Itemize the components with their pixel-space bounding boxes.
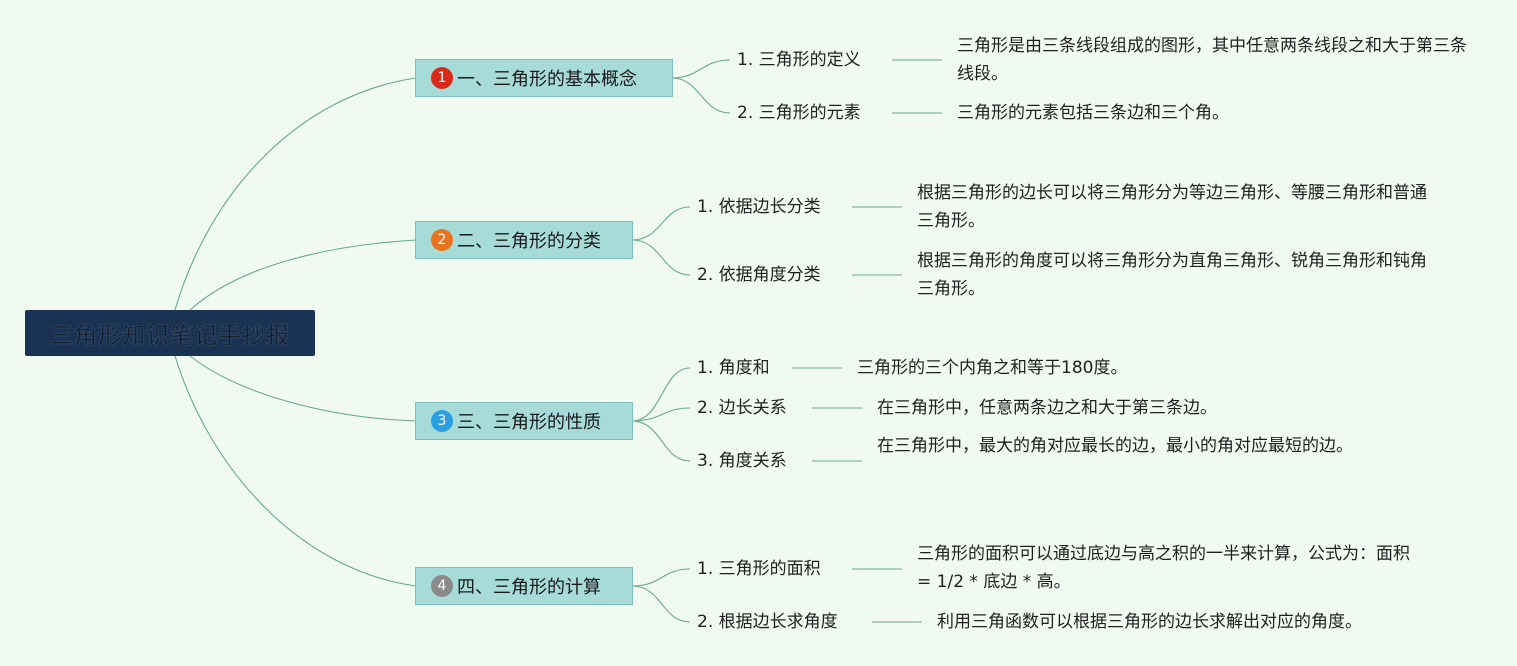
child-desc-4-1: 三角形的面积可以通过底边与高之积的一半来计算，公式为：面积 = 1/2 * 底边… xyxy=(917,544,1410,592)
branch-node-4[interactable]: 4 四、三角形的计算 xyxy=(415,567,633,605)
edge-root-branch-2 xyxy=(189,239,417,311)
edge-root-branch-1 xyxy=(174,77,417,311)
child-node-1-1[interactable]: 1. 三角形的定义 xyxy=(737,50,861,70)
child-node-2-1[interactable]: 1. 依据边长分类 xyxy=(697,197,821,217)
edge-b3-c3 xyxy=(631,420,691,462)
child-desc-3-1: 三角形的三个内角之和等于180度。 xyxy=(857,358,1128,378)
branch-label-2: 二、三角形的分类 xyxy=(457,231,601,252)
child-node-4-2[interactable]: 2. 根据边长求角度 xyxy=(697,612,838,632)
edge-b4-c1 xyxy=(631,568,691,587)
branch-node-1[interactable]: 1 一、三角形的基本概念 xyxy=(415,59,673,97)
edge-b1-c2 xyxy=(671,77,731,114)
branch-label-3: 三、三角形的性质 xyxy=(457,412,601,433)
child-desc-1-2: 三角形的元素包括三条边和三个角。 xyxy=(957,103,1229,123)
child-desc-1-1: 三角形是由三条线段组成的图形，其中任意两条线段之和大于第三条线段。 xyxy=(957,36,1467,84)
edge-b2-c1 xyxy=(631,206,691,241)
child-node-1-2[interactable]: 2. 三角形的元素 xyxy=(737,103,861,123)
edge-root-branch-4 xyxy=(174,355,417,587)
branch-node-2[interactable]: 2 二、三角形的分类 xyxy=(415,221,633,259)
branch-label-1: 一、三角形的基本概念 xyxy=(457,69,637,90)
branch-label-4: 四、三角形的计算 xyxy=(457,577,601,598)
child-desc-3-3: 在三角形中，最大的角对应最长的边，最小的角对应最短的边。 xyxy=(877,436,1353,456)
edge-b3-c2 xyxy=(631,407,691,422)
edge-b4-c2 xyxy=(631,585,691,623)
priority-badge-4-icon: 4 xyxy=(431,575,453,597)
edge-b1-c1 xyxy=(671,59,731,79)
priority-badge-1-icon: 1 xyxy=(431,67,453,89)
edge-b3-c1 xyxy=(631,367,691,422)
edge-b2-c2 xyxy=(631,239,691,276)
edge-root-branch-3 xyxy=(189,355,417,422)
child-node-4-1[interactable]: 1. 三角形的面积 xyxy=(697,559,821,579)
root-title: 三角形知识笔记手抄报 xyxy=(50,323,290,349)
child-node-3-2[interactable]: 2. 边长关系 xyxy=(697,398,787,418)
priority-badge-3-icon: 3 xyxy=(431,410,453,432)
child-desc-3-2: 在三角形中，任意两条边之和大于第三条边。 xyxy=(877,398,1217,418)
priority-badge-2-icon: 2 xyxy=(431,229,453,251)
branch-node-3[interactable]: 3 三、三角形的性质 xyxy=(415,402,633,440)
root-node[interactable]: 三角形知识笔记手抄报 xyxy=(25,310,315,356)
child-node-2-2[interactable]: 2. 依据角度分类 xyxy=(697,265,821,285)
child-node-3-1[interactable]: 1. 角度和 xyxy=(697,358,770,378)
child-desc-2-2: 根据三角形的角度可以将三角形分为直角三角形、锐角三角形和钝角三角形。 xyxy=(917,251,1427,299)
child-desc-4-2: 利用三角函数可以根据三角形的边长求解出对应的角度。 xyxy=(937,612,1362,632)
child-desc-2-1: 根据三角形的边长可以将三角形分为等边三角形、等腰三角形和普通三角形。 xyxy=(917,183,1427,231)
child-node-3-3[interactable]: 3. 角度关系 xyxy=(697,451,787,471)
